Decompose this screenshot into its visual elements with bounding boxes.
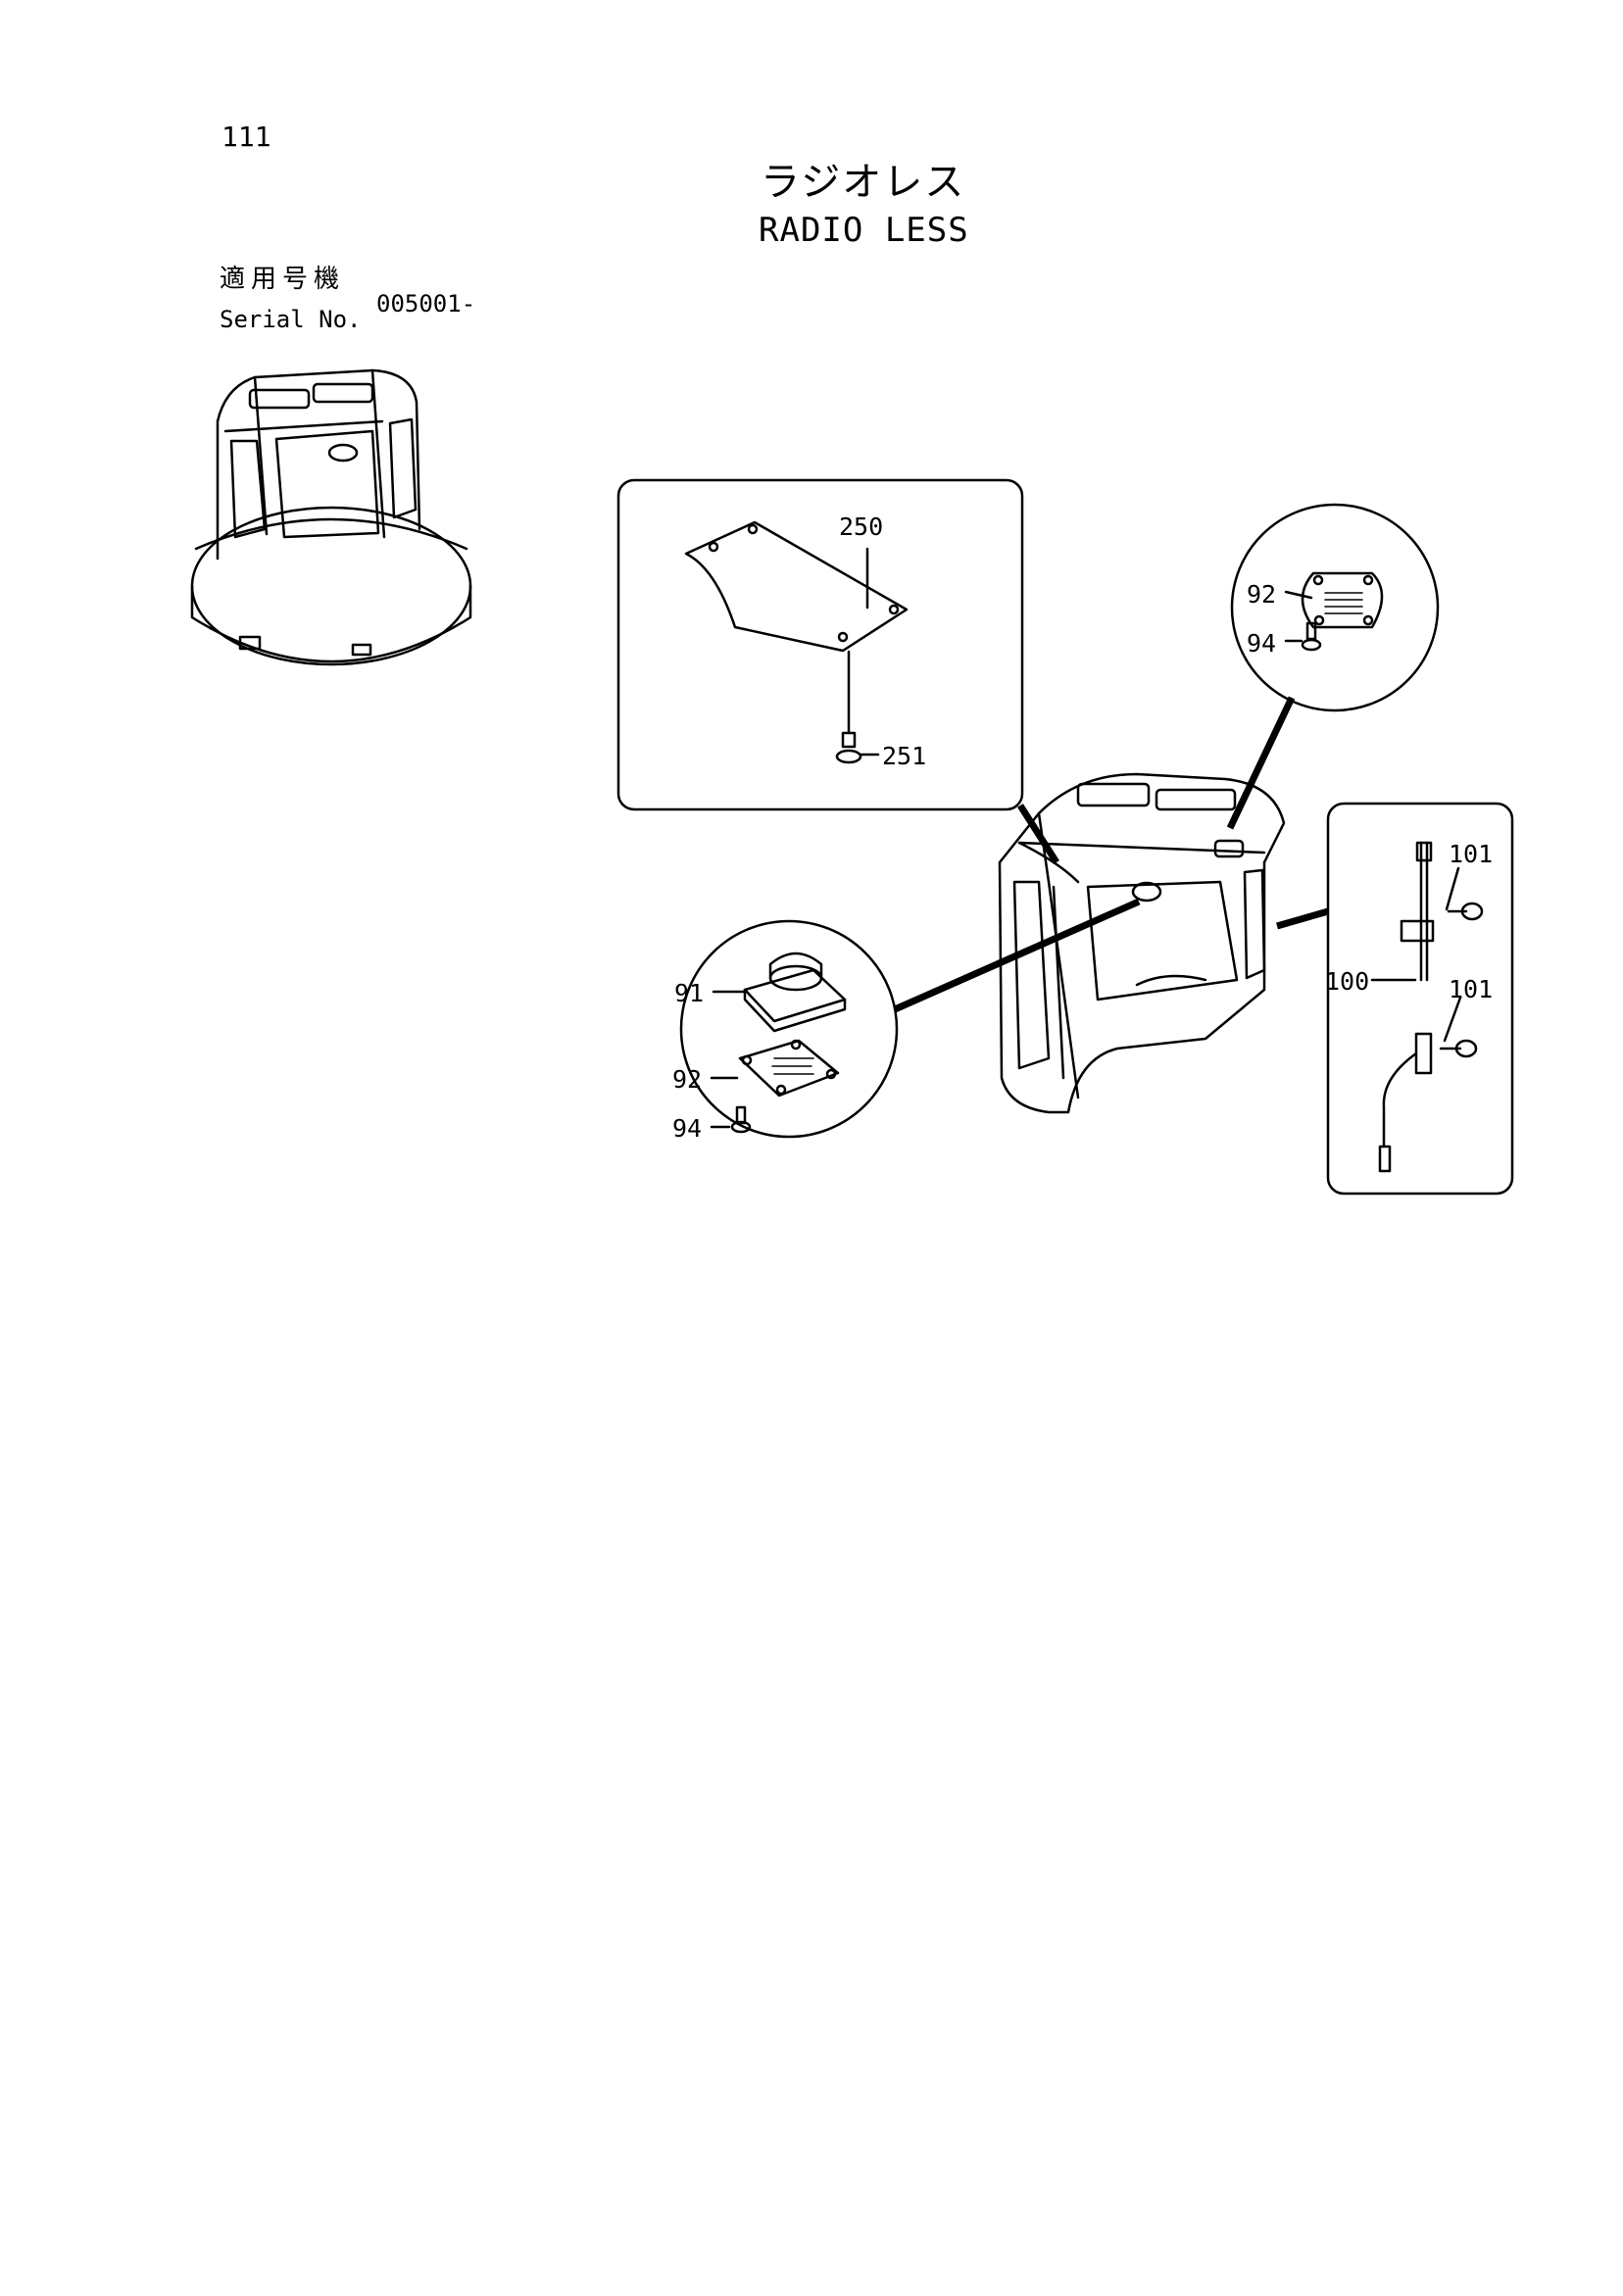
antenna-100 xyxy=(1378,841,1435,1173)
leader-antenna xyxy=(1276,907,1329,930)
detail-circle-speaker xyxy=(679,919,899,1139)
detail-circle-top-cover xyxy=(1230,503,1440,712)
callout-92-bottom: 92 xyxy=(672,1065,702,1094)
callout-101-top: 101 xyxy=(1449,840,1493,868)
callout-91: 91 xyxy=(674,979,704,1007)
main-cab-illustration xyxy=(998,772,1286,1114)
callout-94-top: 94 xyxy=(1247,629,1276,658)
leader-cover xyxy=(1017,804,1059,864)
callout-251: 251 xyxy=(882,742,926,770)
serial-label-japanese: 適用号機 xyxy=(220,265,346,294)
callout-92-top: 92 xyxy=(1247,580,1276,609)
leader-speaker xyxy=(893,898,1141,1013)
page-title-english: RADIO LESS xyxy=(759,211,969,250)
detail-box-cover xyxy=(616,478,1024,811)
speaker-cover-92-bottom xyxy=(738,1039,840,1098)
detail-box-antenna xyxy=(1326,802,1514,1196)
callout-101-bottom: 101 xyxy=(1449,975,1493,1003)
bolt-101-bottom xyxy=(1439,1039,1478,1058)
screw-94-top xyxy=(1301,621,1322,652)
serial-label-english: Serial No. xyxy=(220,306,362,333)
bolt-251 xyxy=(835,731,880,764)
thumbnail-cab-illustration xyxy=(190,368,472,666)
speaker-cover-92-top xyxy=(1301,571,1384,629)
leader-top-cover xyxy=(1226,696,1296,830)
screw-94-bottom xyxy=(730,1105,752,1134)
callout-100: 100 xyxy=(1325,967,1369,996)
serial-number-value: 005001- xyxy=(376,290,476,318)
page-number: 111 xyxy=(221,121,271,153)
callout-250: 250 xyxy=(839,513,883,541)
page-title-japanese: ラジオレス xyxy=(761,160,966,205)
callout-94-bottom: 94 xyxy=(672,1114,702,1143)
speaker-91 xyxy=(743,952,847,1033)
bolt-101-top xyxy=(1447,902,1484,921)
cover-plate-250 xyxy=(684,520,909,653)
